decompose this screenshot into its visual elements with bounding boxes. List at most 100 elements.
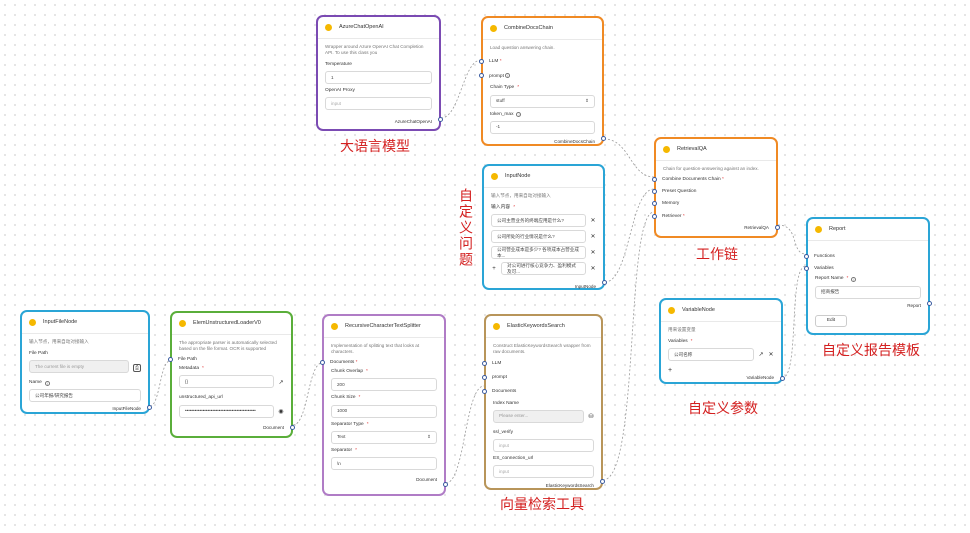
annotation-report-template: 自定义报告模板 [822, 343, 920, 359]
input-handle[interactable] [168, 356, 173, 362]
file-upload-icon[interactable]: ⎙ [133, 364, 141, 373]
input-handle[interactable] [482, 389, 487, 395]
close-icon[interactable]: ✕ [768, 352, 774, 359]
field-label: Separator Type* [331, 421, 369, 427]
token-max-input[interactable]: -1 [490, 120, 595, 134]
node-title: InputFileNode [43, 318, 78, 325]
question-input[interactable]: 公司所处的行业情况是什么? [491, 230, 586, 244]
combine-docs-chain-node[interactable]: CombineDocsChain Load question answering… [479, 16, 606, 146]
chunk-overlap-input[interactable]: 200 [331, 378, 437, 392]
input-handle[interactable] [479, 58, 484, 64]
node-description: Chain for question-answering against an … [663, 166, 759, 171]
input-node[interactable]: InputNode 输入节点，用来自动对接输入 输入内容* 公司主营业务的终端应… [482, 164, 607, 290]
close-icon[interactable]: ✕ [590, 250, 596, 257]
database-icon[interactable]: ⛁ [588, 413, 594, 420]
output-handle[interactable] [601, 136, 606, 141]
question-input[interactable]: 公司营业成本是多少? 各项成本占营业成本... [491, 246, 586, 260]
input-handle[interactable] [482, 375, 487, 381]
input-handle[interactable] [652, 213, 657, 219]
input-handle[interactable] [652, 189, 657, 195]
ssl-verify-input[interactable]: input [493, 439, 594, 453]
input-value: 公司主营业务的终端应用是什么? [497, 217, 564, 223]
api-url-input[interactable]: ••••••••••••••••••••••••••••••••••••••••… [179, 404, 274, 418]
edge-splitter-elastic [445, 385, 485, 484]
index-name-input[interactable]: Please enter... [493, 409, 584, 423]
label-text: Separator [331, 447, 353, 453]
annotation-custom-question: 自定义问题 [457, 188, 473, 268]
report-node[interactable]: Report Functions Variables Report Name*i… [804, 217, 932, 335]
edit-button[interactable]: Edit [815, 314, 847, 327]
separator-input[interactable]: \n [331, 457, 437, 471]
file-name-input[interactable]: 公司年报/研究报告 [29, 389, 141, 403]
status-dot-icon [490, 25, 497, 32]
output-handle[interactable] [600, 479, 605, 484]
azure-chat-openai-node[interactable]: AzureChatOpenAI Wrapper around Azure Ope… [316, 15, 443, 131]
output-handle[interactable] [438, 117, 443, 122]
node-title: AzureChatOpenAI [339, 23, 384, 30]
port-documents: Documents * [320, 357, 444, 369]
input-value: \n [337, 460, 341, 466]
chunk-size-input[interactable]: 1000 [331, 404, 437, 418]
input-handle[interactable] [320, 359, 325, 365]
file-path-input[interactable]: The current file is empty [29, 360, 129, 374]
port-functions: Functions [804, 251, 928, 263]
input-handle[interactable] [804, 266, 809, 272]
input-handle[interactable] [652, 201, 657, 207]
output-handle[interactable] [290, 425, 295, 430]
annotation-llm: 大语言模型 [340, 139, 410, 155]
elastic-keywords-search-node[interactable]: ElasticKeywordsSearch Construct ElasticK… [482, 314, 605, 490]
variable-node[interactable]: VariableNode 用来设置变量 Variables* 公司名称↗✕ + … [659, 298, 785, 384]
openai-proxy-input[interactable]: input [325, 97, 432, 111]
report-name-input[interactable]: 招商报告 [815, 285, 921, 299]
field-label: OpenAI Proxy [325, 88, 355, 94]
status-dot-icon [331, 323, 338, 330]
input-placeholder: The current file is empty [35, 363, 85, 369]
select-value: Text [337, 434, 346, 440]
node-header: Report [808, 219, 928, 241]
add-variable-button[interactable]: + [668, 367, 673, 375]
close-icon[interactable]: ✕ [590, 266, 596, 273]
input-handle[interactable] [652, 176, 657, 182]
output-handle[interactable] [775, 225, 780, 230]
temperature-input[interactable]: 1 [325, 71, 432, 85]
retrieval-qa-node[interactable]: RetrievalQA Chain for question-answering… [652, 137, 780, 238]
external-link-icon[interactable]: ↗ [758, 352, 764, 359]
input-file-node[interactable]: InputFileNode 输入节点，用来自动对接输入 File Path Th… [20, 310, 152, 414]
input-handle[interactable] [479, 73, 484, 79]
output-handle[interactable] [602, 280, 607, 285]
field-label: Chunk Overlap* [331, 369, 368, 375]
metadata-input[interactable]: {} [179, 375, 274, 389]
status-dot-icon [668, 307, 675, 314]
plus-icon[interactable]: + [492, 266, 496, 273]
question-input[interactable]: 对公司进行核心竞争力、盈利模式及可... [501, 262, 586, 276]
annotation-chain: 工作链 [696, 247, 738, 263]
field-label: Separator* [331, 447, 357, 453]
output-handle[interactable] [927, 301, 932, 306]
elem-unstructured-loader-node[interactable]: ElemUnstructuredLoaderV0 The appropriate… [168, 311, 295, 438]
output-handle[interactable] [443, 482, 448, 487]
output-label: InputFileNode [112, 406, 141, 412]
node-header: AzureChatOpenAI [318, 17, 439, 39]
chain-type-select[interactable]: stuff⇕ [490, 94, 595, 108]
external-link-icon[interactable]: ↗ [278, 379, 284, 386]
variable-input[interactable]: 公司名称 [668, 348, 754, 362]
input-handle[interactable] [804, 254, 809, 259]
recursive-text-splitter-node[interactable]: RecursiveCharacterTextSplitter Implement… [320, 314, 448, 496]
chevron-updown-icon: ⇕ [585, 98, 589, 104]
output-handle[interactable] [780, 376, 785, 381]
close-icon[interactable]: ✕ [590, 234, 596, 241]
info-icon: i [505, 73, 511, 79]
close-icon[interactable]: ✕ [590, 218, 596, 225]
node-header: ElemUnstructuredLoaderV0 [172, 313, 291, 335]
eye-icon[interactable]: ◉ [278, 408, 284, 415]
separator-type-select[interactable]: Text⇕ [331, 430, 437, 444]
output-handle[interactable] [147, 405, 152, 410]
es-connection-url-input[interactable]: input [493, 465, 594, 479]
input-handle[interactable] [482, 360, 487, 366]
output-label: Report [907, 302, 921, 308]
field-label: File Path [29, 350, 48, 356]
node-header: RecursiveCharacterTextSplitter [324, 316, 444, 338]
question-input[interactable]: 公司主营业务的终端应用是什么? [491, 214, 586, 228]
port-label: prompt [489, 74, 504, 80]
